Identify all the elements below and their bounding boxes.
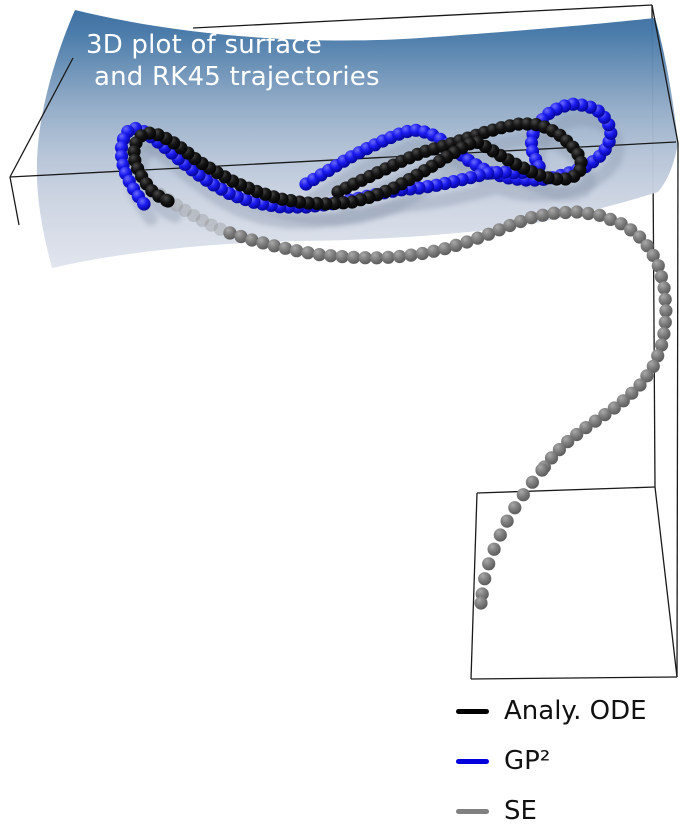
plot-title-line1: 3D plot of surface xyxy=(86,30,322,60)
legend-line-analy-ode xyxy=(456,708,489,714)
legend-label-gp2: GP² xyxy=(504,746,551,776)
legend-line-se xyxy=(456,808,489,814)
plot-title-line2: and RK45 trajectories xyxy=(94,61,380,92)
legend: Analy. ODE GP² SE xyxy=(456,686,647,825)
legend-item-gp2: GP² xyxy=(456,736,647,786)
legend-item-se: SE xyxy=(456,786,647,825)
legend-label-analy-ode: Analy. ODE xyxy=(504,696,647,726)
legend-line-gp2 xyxy=(456,758,489,764)
plot-title: 3D plot of surface and RK45 trajectories xyxy=(86,30,380,93)
legend-item-analy-ode: Analy. ODE xyxy=(456,686,647,736)
legend-label-se: SE xyxy=(504,796,537,825)
